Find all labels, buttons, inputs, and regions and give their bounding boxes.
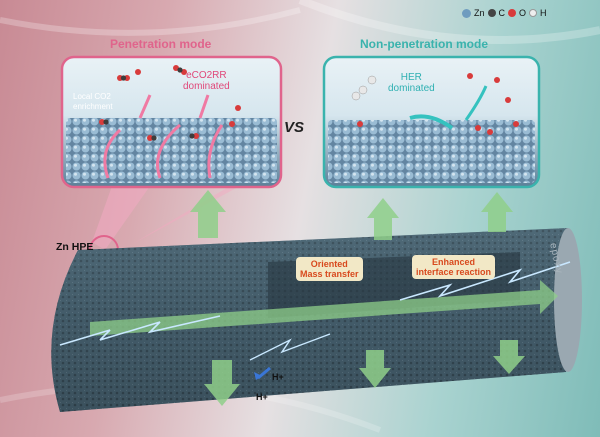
oxygen-atom-icon	[508, 9, 517, 17]
penetration-mode-title: Penetration mode	[110, 37, 212, 51]
eco2rr-dominated-label: eCO2RR dominated	[183, 70, 230, 92]
zn-hpe-label: Zn HPE	[56, 241, 94, 253]
legend-zn: Zn	[474, 8, 485, 18]
tag1-line2: Mass transfer	[300, 269, 359, 279]
local-co2-line2: enrichment	[73, 102, 113, 111]
zn-hpe-tube	[51, 228, 582, 412]
zinc-atom-icon	[462, 8, 471, 18]
penetration-panel	[60, 55, 283, 265]
enhanced-interface-reaction-tag: Enhanced interface reaction	[412, 255, 496, 279]
hydrogen-atom-icon	[529, 9, 538, 17]
her-dominated-label: HER dominated	[388, 72, 435, 94]
eco2rr-label: eCO2RR	[186, 70, 227, 81]
vs-label: VS	[284, 119, 305, 136]
tag1-line1: Oriented	[310, 259, 348, 269]
her-dominated: dominated	[388, 83, 435, 94]
h-plus-label-2: H+	[256, 392, 268, 402]
element-legend: Zn C O H	[462, 8, 547, 18]
oriented-mass-transfer-tag: Oriented Mass transfer	[296, 257, 363, 281]
local-co2-label: Local CO2 enrichment	[73, 92, 113, 112]
tag2-line1: Enhanced	[432, 257, 476, 267]
non-penetration-mode-title: Non-penetration mode	[360, 37, 488, 51]
tag2-line2: interface reaction	[416, 267, 492, 277]
legend-c: C	[498, 8, 506, 18]
legend-h: H	[540, 8, 547, 18]
eco2rr-dominated: dominated	[183, 81, 230, 92]
h-plus-label-1: H+	[272, 372, 284, 382]
flow-arrows	[190, 190, 525, 406]
carbon-atom-icon	[487, 9, 496, 17]
non-penetration-panel	[322, 55, 541, 189]
legend-o: O	[519, 8, 527, 18]
local-co2-line1: Local CO2	[73, 92, 111, 101]
her-label: HER	[400, 72, 422, 83]
